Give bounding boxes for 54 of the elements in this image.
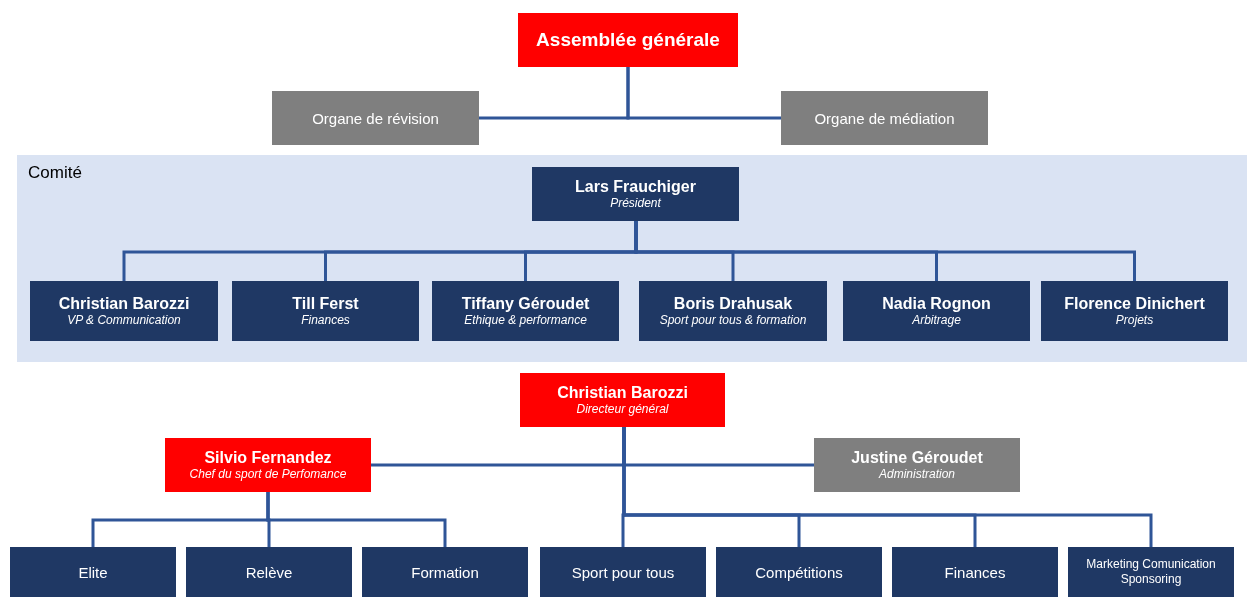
person-name: Silvio Fernandez [204,448,332,467]
role-box [532,167,739,221]
body-box [781,91,988,145]
person-name: Christian Barozzi [58,294,190,313]
role-box [362,547,528,597]
role-title: Chef du sport de Perfomance [189,467,347,482]
person-name: Christian Barozzi [557,383,688,402]
role-box [716,547,882,597]
person-name: Tiffany Géroudet [461,294,590,313]
role-box [432,281,619,341]
box-label: Relève [245,563,293,581]
leader-box [520,373,725,427]
person-name: Lars Frauchiger [575,177,696,196]
role-title: Ethique & performance [464,313,587,328]
box-label: Marketing Comunication Sponsoring [1085,557,1217,587]
person-name: Till Ferst [292,294,359,313]
role-title: Projets [1115,313,1154,328]
person-name: Nadia Rognon [882,294,991,313]
person-name: Florence Dinichert [1064,294,1205,313]
role-box [892,547,1058,597]
person-name: Justine Géroudet [851,448,983,467]
role-title: Arbitrage [912,313,961,328]
leader-box [165,438,371,492]
role-box [1041,281,1228,341]
box-label: Formation [411,563,479,581]
role-title: Président [610,196,661,211]
role-title: Directeur général [576,402,669,417]
box-label: Elite [78,563,108,581]
role-box [30,281,218,341]
connector-line [626,67,781,120]
committee-panel [17,155,1247,362]
role-title: Administration [879,467,955,482]
role-box [1068,547,1234,597]
box-label: Assemblée générale [536,29,720,51]
box-label: Organe de médiation [814,109,955,127]
box-label: Finances [944,563,1006,581]
person-name: Boris Drahusak [673,294,793,313]
body-box [272,91,479,145]
body-box [814,438,1020,492]
role-box [843,281,1030,341]
box-label: Compétitions [755,563,843,581]
role-box [540,547,706,597]
panel-heading: Comité [28,163,82,183]
role-title: Finances [301,313,350,328]
role-box [639,281,827,341]
leader-box [518,13,738,67]
box-label: Organe de révision [312,109,439,127]
connector-line [266,492,447,547]
role-title: Sport pour tous & formation [659,313,807,328]
role-box [232,281,419,341]
role-title: VP & Communication [67,313,181,328]
box-label: Sport pour tous [571,563,675,581]
role-box [186,547,352,597]
role-box [10,547,176,597]
